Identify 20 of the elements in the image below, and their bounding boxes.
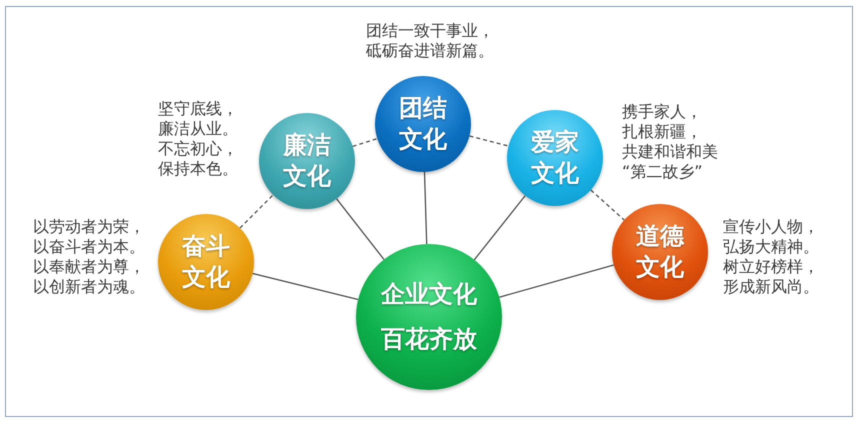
description-text: 以劳动者为荣，以奋斗者为本。以奉献者为尊，以创新者为魂。 xyxy=(33,217,145,297)
dashed-connector xyxy=(469,135,509,147)
description-text: 携手家人，扎根新疆，共建和谐和美“第二故乡” xyxy=(622,102,718,182)
description-text: 团结一致干事业，砥砺奋进谱新篇。 xyxy=(366,21,494,61)
dashed-connector xyxy=(352,138,378,148)
connector-line xyxy=(336,198,385,260)
connector-line xyxy=(424,172,428,244)
circle-node: 道德文化 xyxy=(612,204,708,300)
dashed-connector xyxy=(239,194,274,229)
connector-line xyxy=(474,195,526,260)
circle-node: 爱家文化 xyxy=(507,110,603,206)
connector-line xyxy=(252,272,358,300)
connector-line xyxy=(499,264,614,298)
circle-node: 廉洁文化 xyxy=(259,113,355,209)
description-text: 宣传小人物，弘扬大精神。树立好榜样，形成新风尚。 xyxy=(723,217,819,297)
circle-node: 团结文化 xyxy=(375,76,471,172)
circle-node: 奋斗文化 xyxy=(158,214,254,310)
dashed-connector xyxy=(590,190,625,220)
description-text: 坚守底线，廉洁从业。不忘初心，保持本色。 xyxy=(158,99,238,179)
circle-node: 企业文化百花齐放 xyxy=(356,244,502,390)
